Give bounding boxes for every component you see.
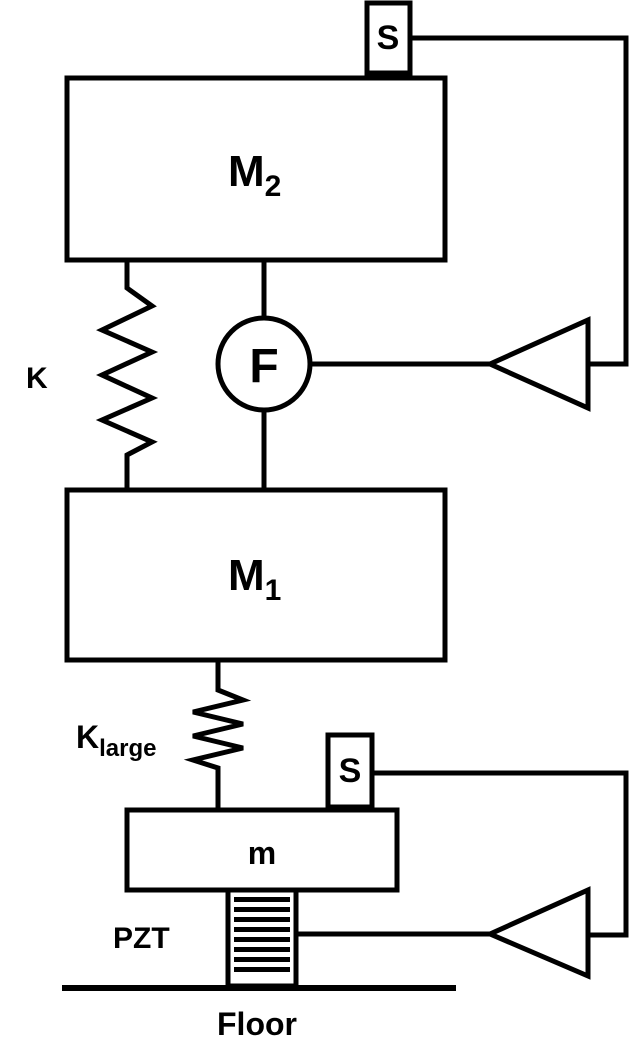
pzt-layer — [234, 957, 290, 962]
top-sensor-box — [364, 0, 413, 76]
lower-amplifier — [483, 886, 591, 980]
lower-mass-label: M1 — [228, 551, 281, 607]
pzt-layers — [234, 897, 290, 972]
lower-spring — [183, 659, 252, 813]
pzt-layer — [234, 907, 290, 912]
base-mass-label: m — [248, 835, 276, 871]
lower-mass-label-subscript: 1 — [265, 574, 282, 607]
bottom-sensor-box — [325, 732, 375, 810]
upper-mass-label: M2 — [228, 147, 281, 203]
bottom-sensor-label: S — [339, 752, 362, 790]
lower-feedback-wire — [369, 770, 629, 938]
pzt-layer — [234, 927, 290, 932]
upper-amplifier — [483, 316, 591, 412]
lower-spring-label-subscript: large — [99, 735, 156, 762]
pzt-label: PZT — [113, 922, 170, 955]
lower-spring-label-main: K — [76, 719, 99, 755]
floor-label: Floor — [217, 1006, 297, 1042]
lower-mass-box — [64, 487, 448, 663]
upper-mass-label-subscript: 2 — [265, 170, 282, 203]
pzt-layer — [234, 917, 290, 922]
upper-mass-box — [64, 75, 448, 263]
upper-spring-label: K — [26, 362, 48, 395]
upper-spring — [95, 259, 159, 493]
upper-mass-label-main: M — [228, 147, 265, 196]
pzt-layer — [234, 937, 290, 942]
pzt-layer — [234, 897, 290, 902]
pzt-stack — [225, 887, 299, 989]
lower-spring-label: Klarge — [76, 719, 156, 762]
upper-feedback-wire — [407, 35, 629, 367]
top-sensor-label: S — [377, 19, 400, 57]
pzt-layer — [234, 947, 290, 952]
lower-mass-label-main: M — [228, 551, 265, 600]
force-actuator-label: F — [249, 340, 278, 393]
pzt-layer — [234, 967, 290, 972]
